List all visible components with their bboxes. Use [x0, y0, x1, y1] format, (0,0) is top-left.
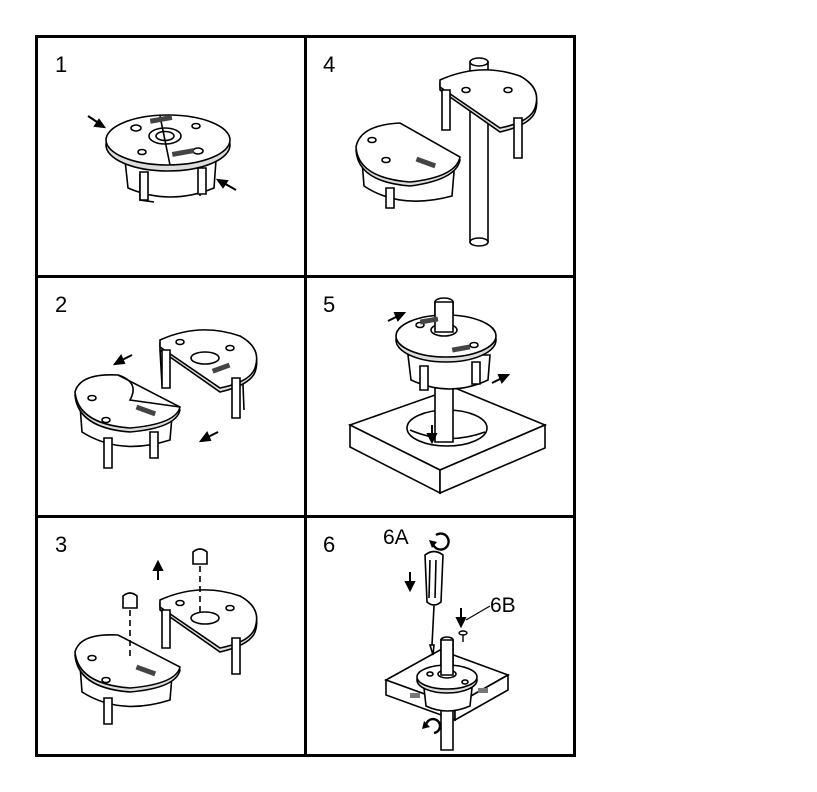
panel-2-number: 2 — [55, 292, 68, 317]
arrow-icon — [388, 313, 508, 442]
arrow-icon — [115, 355, 218, 441]
callout-6b: 6B — [490, 594, 516, 617]
grommet-right-half — [160, 590, 257, 674]
grommet-assembled — [106, 115, 230, 202]
grommet-assembled — [396, 302, 496, 390]
panel-6-number: 6 — [323, 532, 336, 557]
panel-5-number: 5 — [323, 292, 336, 317]
panel-4-number: 4 — [323, 52, 336, 77]
rotate-icon — [422, 534, 449, 733]
insert-pieces — [123, 549, 207, 660]
screw-icon — [459, 631, 467, 642]
panel-3-number: 3 — [55, 532, 68, 557]
grommet-right-half — [440, 70, 537, 158]
grid-divider-1 — [35, 275, 576, 278]
grommet-left-half — [75, 635, 180, 724]
callout-6a: 6A — [383, 526, 409, 549]
arrow-icon — [154, 562, 162, 580]
grid-divider-2 — [35, 515, 576, 518]
screwdriver-icon — [425, 552, 443, 656]
grommet-right-half — [160, 330, 257, 418]
arrow-icon — [406, 572, 490, 626]
panel-1-number: 1 — [55, 52, 68, 77]
grommet-left-half — [75, 375, 180, 468]
grommet-left-half — [356, 123, 460, 208]
grid-vertical-divider — [304, 35, 307, 757]
arrow-icon — [88, 116, 236, 190]
grommet-assembled — [417, 640, 477, 711]
